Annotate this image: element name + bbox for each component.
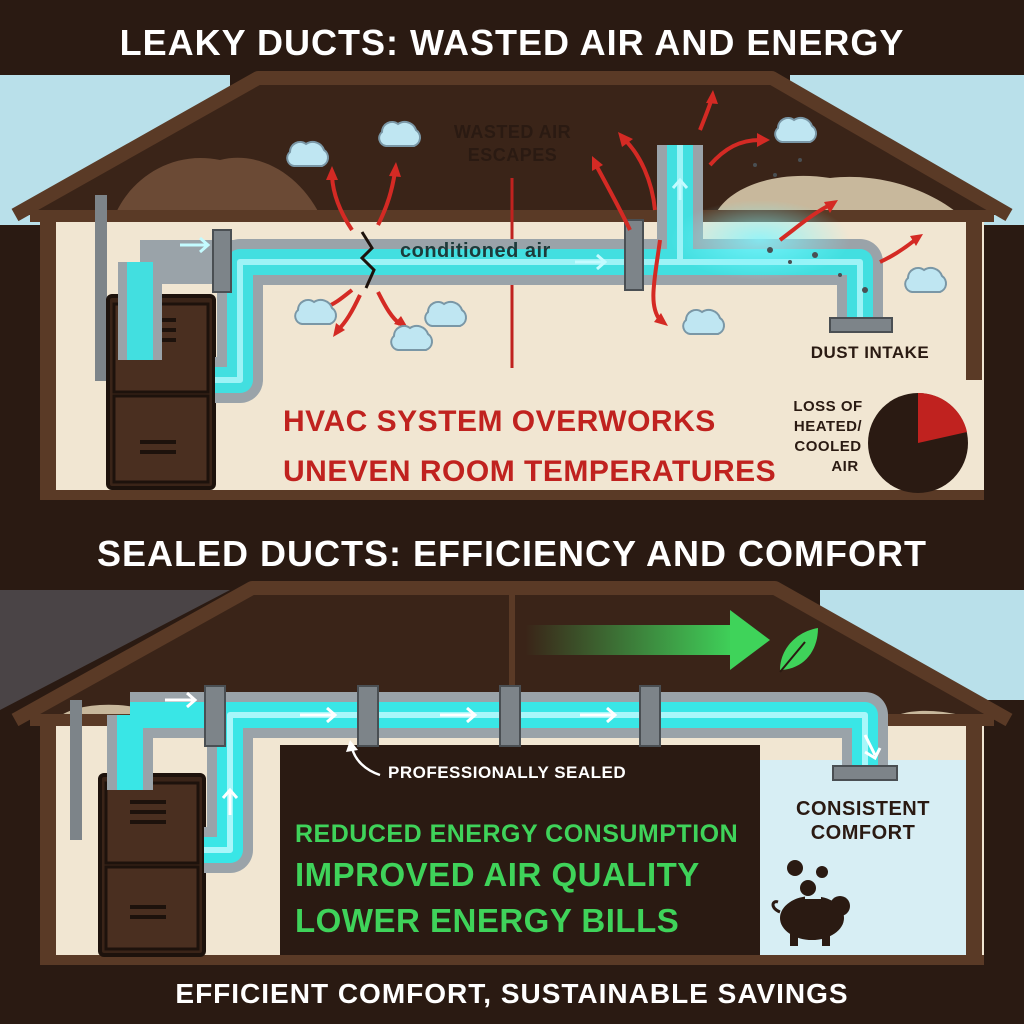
conditioned-air-label: conditioned air (400, 240, 551, 262)
efficiency-arrow (525, 610, 770, 670)
benefit-lower-bills: LOWER ENERGY BILLS (295, 902, 680, 939)
hvac-overworks-text: HVAC SYSTEM OVERWORKS (283, 405, 716, 438)
bottom-panel (0, 515, 1024, 1024)
loss-label-line2: HEATED/ (793, 418, 863, 435)
loss-pie-chart (868, 392, 968, 493)
roof (11, 71, 1013, 222)
air-clouds (286, 117, 947, 351)
loss-label-line4: AIR (831, 458, 859, 475)
consistent-comfort-line1: CONSISTENT (796, 798, 930, 820)
footer-tagline: EFFICIENT COMFORT, SUSTAINABLE SAVINGS (175, 978, 849, 1009)
leaky-duct (118, 145, 893, 403)
dust-intake-label: DUST INTAKE (810, 343, 930, 362)
uneven-temperatures-text: UNEVEN ROOM TEMPERATURES (283, 455, 777, 488)
benefits-panel (280, 745, 760, 960)
leaf-icon (779, 628, 818, 673)
top-title: LEAKY DUCTS: WASTED AIR AND ENERGY (119, 22, 905, 63)
benefit-reduced-energy: REDUCED ENERGY CONSUMPTION (295, 820, 739, 848)
roof-bottom (11, 581, 1013, 727)
loss-label-line1: LOSS OF (793, 398, 863, 415)
sky-left-dark (0, 590, 230, 710)
sealed-pointer (350, 747, 381, 777)
insulation-left (115, 157, 320, 215)
coin-icons (787, 860, 828, 896)
wasted-air-label-line2: ESCAPES (467, 145, 558, 165)
benefit-air-quality: IMPROVED AIR QUALITY (295, 856, 700, 893)
sealed-duct (107, 685, 898, 873)
top-panel (0, 71, 1024, 500)
loss-label-line3: COOLED (794, 438, 862, 455)
professionally-sealed-label: PROFESSIONALLY SEALED (388, 763, 627, 782)
bottom-title: SEALED DUCTS: EFFICIENCY AND COMFORT (96, 533, 927, 574)
consistent-comfort-line2: COMFORT (810, 822, 916, 844)
piggy-bank-icon (771, 896, 850, 946)
wasted-air-label-line1: WASTED AIR (453, 122, 572, 142)
